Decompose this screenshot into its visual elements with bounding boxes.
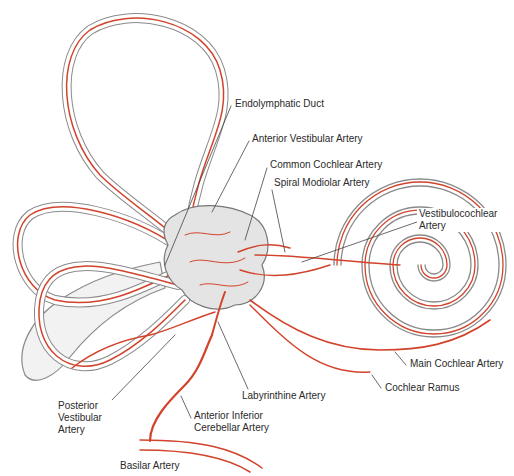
part-label: Posterior Vestibular Artery (56, 400, 126, 436)
part-label: Anterior Vestibular Artery (250, 133, 365, 145)
part-label: Common Cochlear Artery (268, 159, 384, 171)
part-label: Vestibulocochlear Artery (417, 208, 511, 232)
part-label: Spiral Modiolar Artery (272, 177, 372, 189)
part-label: Cochlear Ramus (383, 382, 461, 394)
part-label: Main Cochlear Artery (408, 358, 505, 370)
part-label: Labyrinthine Artery (240, 390, 327, 402)
part-label: Endolymphatic Duct (233, 98, 326, 110)
part-label: Anterior Inferior Cerebellar Artery (192, 410, 296, 434)
part-label: Basilar Artery (118, 460, 181, 472)
